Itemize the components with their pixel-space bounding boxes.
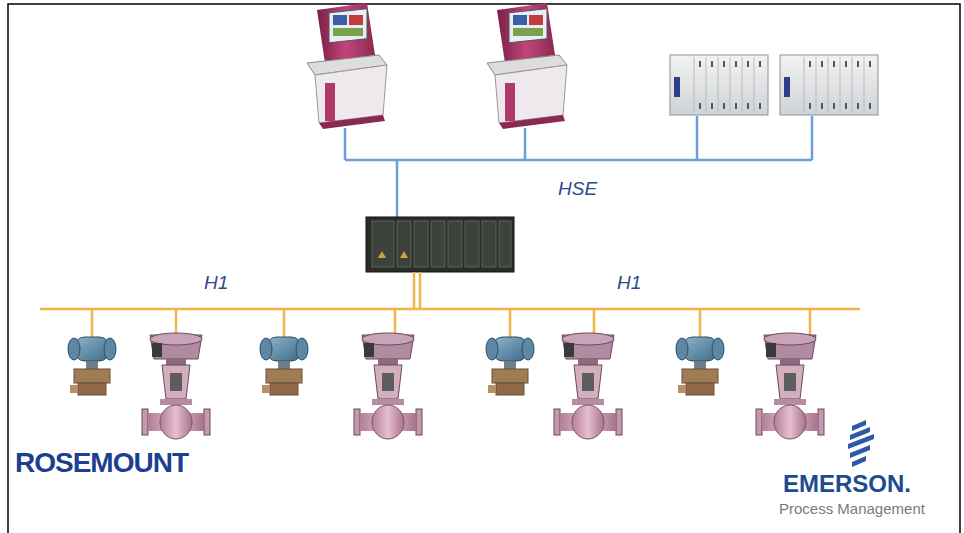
brand-logo: EMERSON. <box>783 472 911 496</box>
h1-fieldbus <box>40 272 860 337</box>
network-label: H1 <box>617 273 641 292</box>
network-label: H1 <box>204 273 228 292</box>
brand-tagline: Process Management <box>779 501 925 516</box>
brand-logo: ROSEMOUNT <box>15 449 188 477</box>
network-label: HSE <box>558 179 597 198</box>
hse-network <box>345 116 812 217</box>
linking-device <box>366 217 514 272</box>
emerson-symbol <box>848 420 874 467</box>
